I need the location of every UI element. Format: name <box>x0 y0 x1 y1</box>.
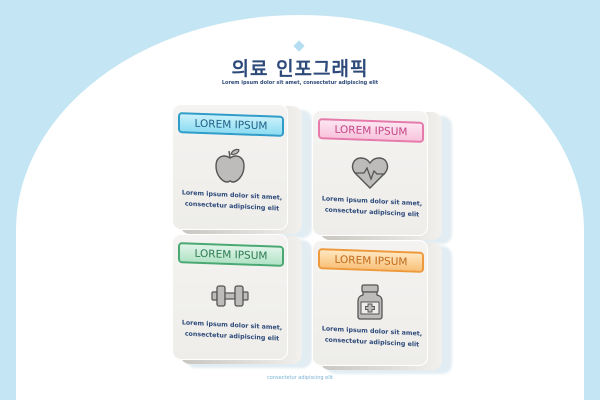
card-label-badge: LOREM IPSUM <box>318 248 424 273</box>
card-description: Lorem ipsum dolor sit amet, consectetur … <box>178 317 286 345</box>
card-description: Lorem ipsum dolor sit amet, consectetur … <box>318 323 426 351</box>
card-label-badge: LOREM IPSUM <box>178 242 284 267</box>
medicine-bottle-icon <box>357 284 383 320</box>
card-face: LOREM IPSUM Lorem ipsum dolor sit amet, … <box>312 240 428 366</box>
info-card-fitness: LOREM IPSUM Lorem ipsum dolor sit amet, … <box>172 234 312 368</box>
card-description: Lorem ipsum dolor sit amet, consectetur … <box>318 193 426 221</box>
page-title: 의료 인포그래픽 <box>231 58 369 80</box>
page-subtitle: Lorem ipsum dolor sit amet, consectetur … <box>221 80 379 86</box>
info-card-nutrition: LOREM IPSUM Lorem ipsum dolor sit amet, … <box>172 104 312 238</box>
card-face: LOREM IPSUM Lorem ipsum dolor sit amet, … <box>172 104 288 230</box>
info-card-medicine: LOREM IPSUM Lorem ipsum dolor sit amet, … <box>312 240 452 374</box>
card-description: Lorem ipsum dolor sit amet, consectetur … <box>178 187 286 215</box>
footer-caption: consectetur adipiscing elit <box>267 375 333 381</box>
card-label-badge: LOREM IPSUM <box>318 118 424 143</box>
info-card-cardio: LOREM IPSUM Lorem ipsum dolor sit amet, … <box>312 110 452 244</box>
card-face: LOREM IPSUM Lorem ipsum dolor sit amet, … <box>172 234 288 360</box>
card-label-badge: LOREM IPSUM <box>178 112 284 137</box>
dumbbell-icon <box>211 285 249 307</box>
heartbeat-icon <box>351 157 389 189</box>
apple-icon <box>215 148 245 183</box>
card-face: LOREM IPSUM Lorem ipsum dolor sit amet, … <box>312 110 428 236</box>
